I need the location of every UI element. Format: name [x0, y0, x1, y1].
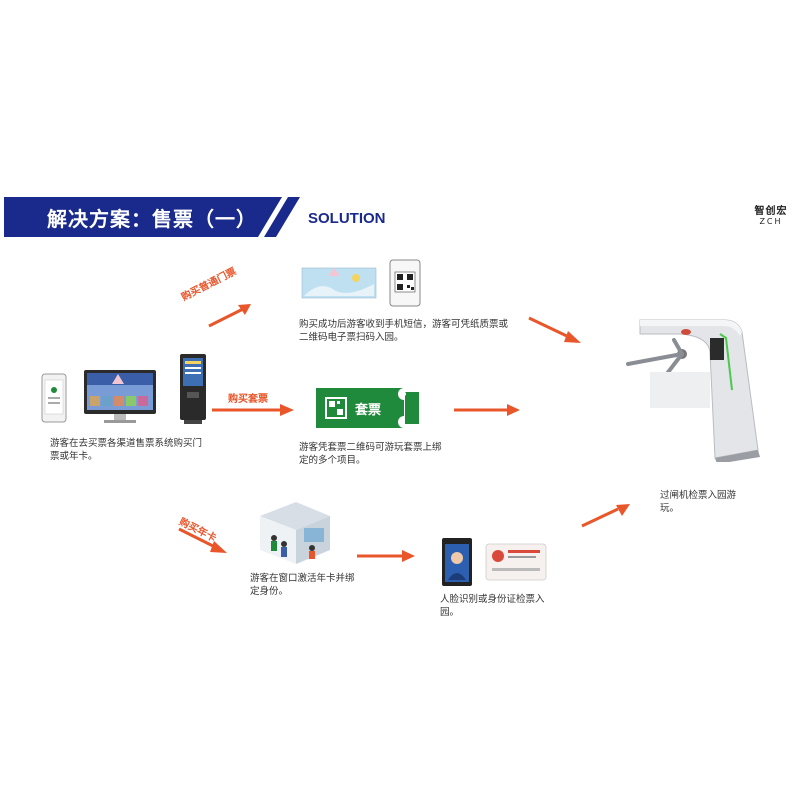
verification-devices: [440, 536, 550, 588]
ordinary-ticket-tag: 购买普通门票: [178, 263, 238, 304]
mobile-qr-code-icon: [390, 260, 420, 306]
logo-sub-text: ZCH: [751, 217, 791, 226]
desktop-computer-icon: [84, 370, 156, 423]
ticket-kiosk-icon: [180, 354, 206, 424]
id-card-icon: [486, 544, 546, 580]
ordinary-ticket-media: [300, 258, 430, 308]
page-title: 解决方案：售票（一）: [47, 203, 257, 232]
paper-ticket-icon: [302, 268, 376, 298]
logo-main-text: 智创宏: [751, 202, 791, 217]
annual-card-caption: 游客在窗口激活年卡并绑定身份。: [250, 572, 360, 598]
arrow-verification-to-gate: [578, 500, 633, 530]
arrow-to-verification: [355, 549, 417, 563]
arrow-ordinary-to-gate: [525, 312, 585, 347]
package-ticket-caption: 游客凭套票二维码可游玩套票上绑定的多个项目。: [299, 441, 449, 467]
service-window-icon: [258, 498, 333, 568]
turnstile-gate-icon: [620, 312, 770, 462]
sales-channel-devices: [40, 352, 210, 430]
verification-caption: 人脸识别或身份证检票入园。: [440, 593, 560, 619]
arrow-to-annual: [175, 525, 230, 557]
arrow-package-to-gate: [452, 403, 522, 417]
face-recognition-terminal-icon: [442, 538, 472, 586]
mobile-phone-icon: [42, 374, 66, 422]
channel-caption: 游客在去买票各渠道售票系统购买门票或年卡。: [50, 437, 210, 463]
gate-caption: 过闸机检票入园游玩。: [660, 489, 750, 515]
ordinary-ticket-caption: 购买成功后游客收到手机短信，游客可凭纸质票或二维码电子票扫码入园。: [299, 318, 509, 344]
company-logo: 智创宏 ZCH: [751, 202, 791, 226]
arrow-to-package: [210, 403, 295, 417]
page-subtitle: SOLUTION: [308, 210, 386, 227]
arrow-to-ordinary: [205, 300, 255, 330]
package-ticket-label: 套票: [355, 399, 381, 418]
